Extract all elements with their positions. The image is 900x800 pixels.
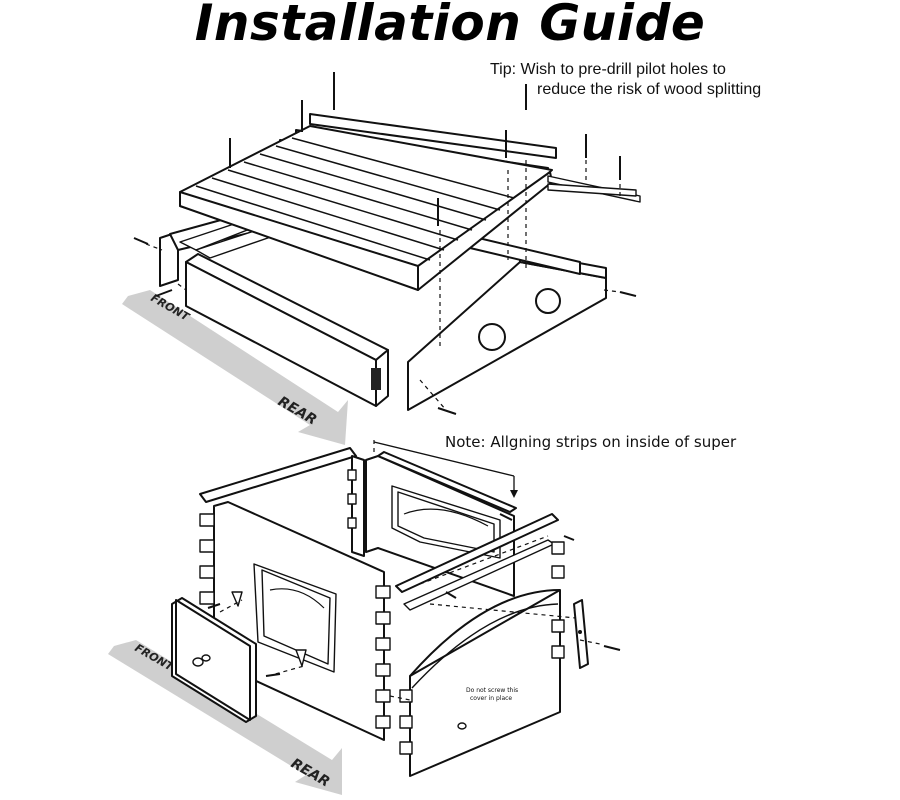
note-bracket: [373, 440, 518, 498]
vent-hole-2: [535, 288, 561, 314]
side-rail-left: [185, 253, 389, 407]
note-text: Note: Allgning strips on inside of super: [445, 433, 737, 451]
top-guide-lines: [145, 160, 621, 411]
aligning-strip-left: [199, 447, 357, 503]
screws-bottom: [207, 513, 621, 677]
screws-top: [133, 72, 637, 415]
window-cover: [171, 597, 257, 723]
page-title: Installation Guide: [194, 0, 706, 52]
tip-line-2: reduce the risk of wood splitting: [537, 81, 762, 98]
tip-line-1: Tip: Wish to pre-drill pilot holes to: [490, 61, 726, 78]
tip-text: Tip: Wish to pre-drill pilot holes to re…: [490, 60, 761, 100]
gable-end-panel: [407, 235, 607, 411]
rear-panel: [365, 451, 517, 597]
front-curved-panel: Do not screw this cover in place: [399, 541, 565, 777]
roof-slats: [179, 113, 641, 291]
aligning-strip-right: [395, 513, 559, 611]
cover-note-line-1: Do not screw this: [466, 687, 518, 694]
vent-hole-1: [478, 323, 506, 351]
cover-note-line-2: cover in place: [470, 695, 512, 702]
right-block: [573, 599, 589, 669]
back-panel-left: [347, 455, 365, 557]
bottom-guide-lines: [219, 535, 601, 701]
